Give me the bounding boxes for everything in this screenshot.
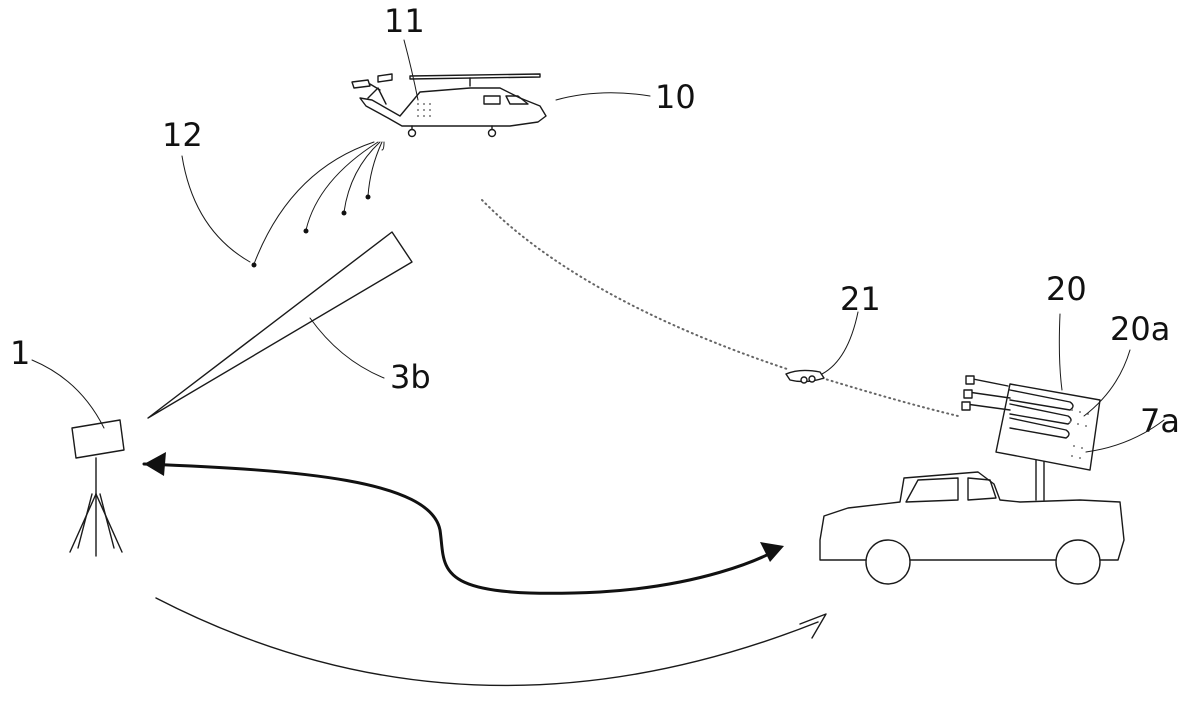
label-1: 1 (10, 334, 30, 372)
label-7a: 7a (1140, 402, 1180, 440)
label-20: 20 (1046, 270, 1087, 308)
leader-3b (309, 317, 385, 379)
bidirectional-link-arrow (142, 462, 782, 595)
beam (147, 231, 413, 419)
launcher-module-dots (1069, 409, 1089, 459)
relocation-arrow (155, 597, 819, 687)
helicopter (351, 73, 547, 138)
drone (785, 369, 825, 384)
label-21: 21 (840, 280, 881, 318)
leader-10 (555, 92, 651, 101)
launcher (961, 375, 1101, 471)
leader-1 (31, 359, 105, 429)
leader-21 (821, 311, 859, 375)
helicopter-module-dots (417, 103, 431, 117)
tripod-device (69, 419, 125, 557)
vehicle (819, 439, 1125, 585)
label-10: 10 (655, 78, 696, 116)
leader-11 (403, 39, 419, 101)
arrowhead-left (144, 452, 166, 476)
leader-20 (1058, 313, 1063, 391)
leader-7a (1085, 419, 1165, 453)
label-3b: 3b (390, 358, 431, 396)
label-11: 11 (384, 2, 425, 40)
dropped-objects (251, 141, 385, 268)
label-20a: 20a (1110, 310, 1170, 348)
label-12: 12 (162, 116, 203, 154)
leader-20a (1083, 349, 1131, 417)
relocation-arrowhead (799, 613, 827, 639)
drone-trajectory (481, 199, 791, 371)
leader-12 (181, 155, 251, 263)
drone-trajectory-2 (821, 377, 959, 417)
arrowhead-right (760, 542, 784, 562)
